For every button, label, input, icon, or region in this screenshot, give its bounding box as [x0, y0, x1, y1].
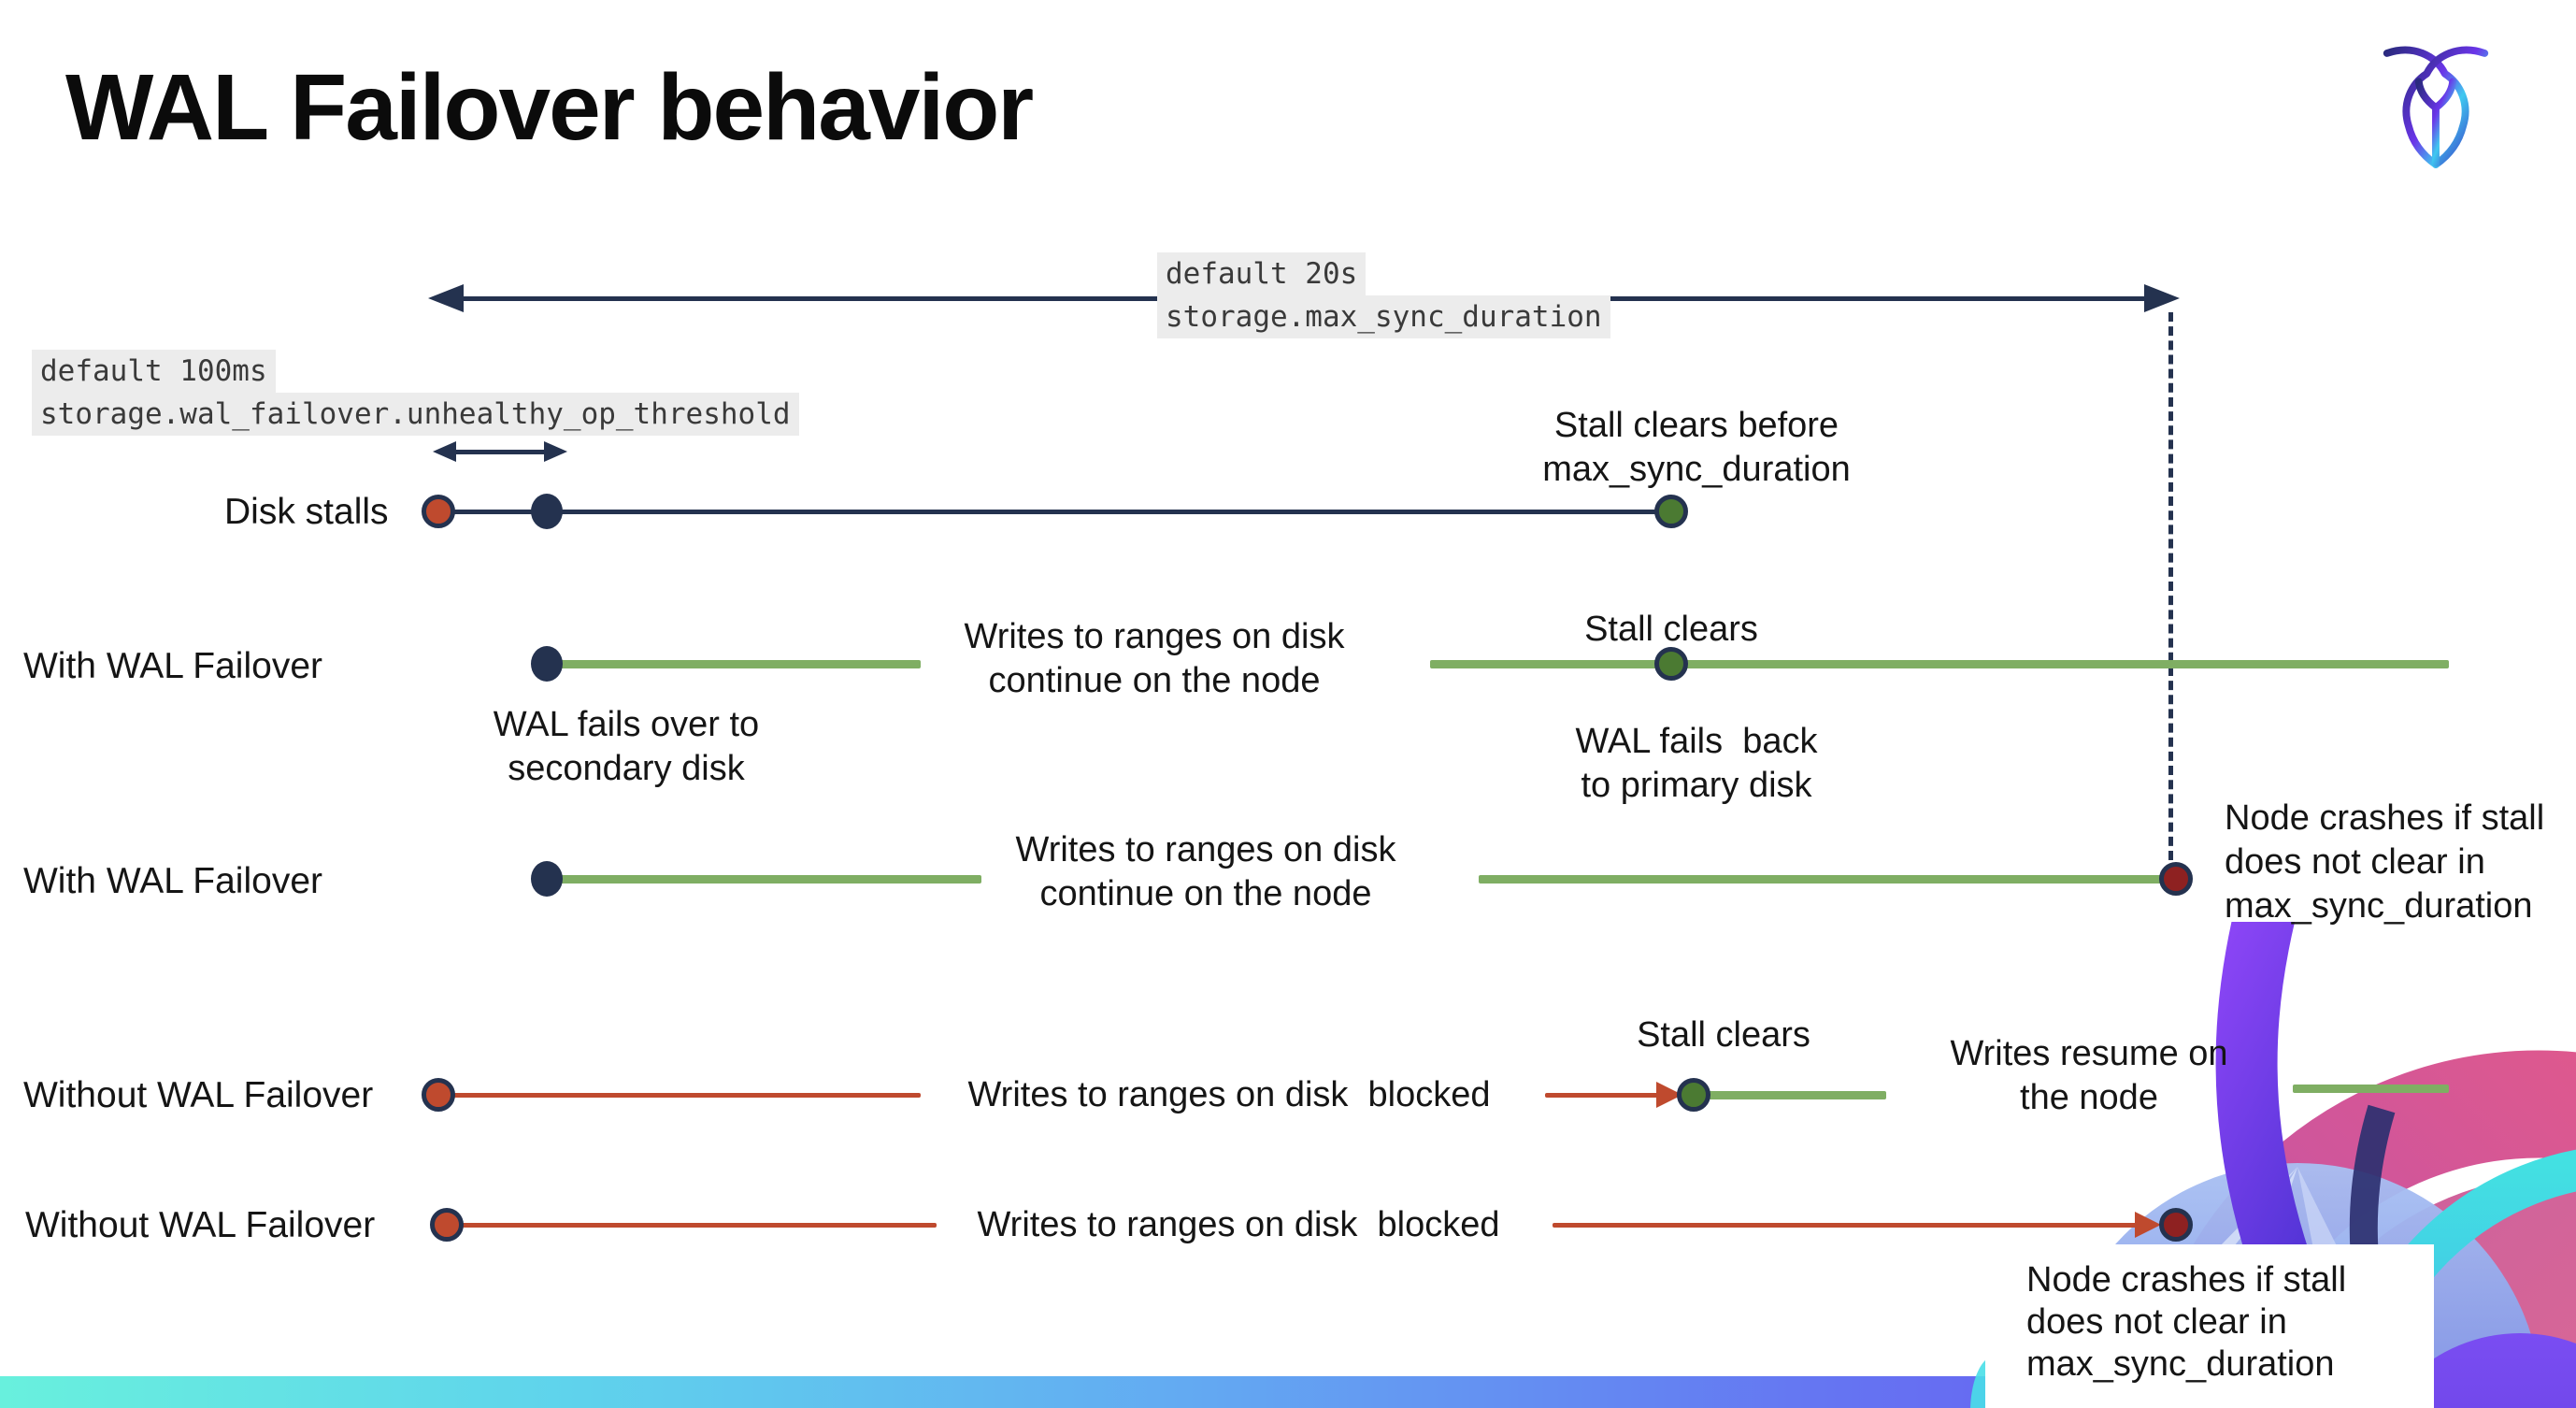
threshold-reached-dot: [531, 494, 563, 529]
red-arrowhead-icon: [2135, 1212, 2161, 1238]
arrowhead-right-icon: [2144, 284, 2180, 312]
arrowhead-left-icon: [433, 441, 456, 462]
disk-stall-dot-2: [422, 1078, 455, 1112]
wal-fails-over-callout: WAL fails over to secondary disk: [493, 705, 760, 788]
node-crash-callout-right: Node crashes if stall does not clear in …: [2225, 798, 2545, 926]
row2-green-segment-a: [553, 660, 921, 668]
max-sync-duration-label: default 20s storage.max_sync_duration: [1157, 252, 1610, 338]
failover-dot: [531, 646, 563, 682]
row-label-disk-stalls: Disk stalls: [224, 492, 389, 532]
wal-fails-back-callout: WAL fails back to primary disk: [1575, 722, 1818, 805]
row-label-with-wal-failover-2: With WAL Failover: [23, 861, 322, 901]
row3-green-segment-b: [1479, 875, 2169, 884]
node-crash-callout-box: Node crashes if stall does not clear in …: [2026, 1260, 2347, 1384]
default-20s-text: default 20s: [1157, 252, 1367, 295]
cockroachdb-logo-icon: [2383, 46, 2489, 168]
row3-green-segment-a: [553, 875, 981, 884]
row5-red-segment-a: [447, 1223, 937, 1228]
max-sync-setting-text: storage.max_sync_duration: [1157, 295, 1610, 338]
crash-dashed-line: [2168, 312, 2173, 860]
arrowhead-right-icon: [544, 441, 567, 462]
row2-green-segment-b: [1430, 660, 2449, 668]
writes-continue-callout-1: Writes to ranges on disk continue on the…: [964, 617, 1345, 700]
stall-clears-dot-3: [1677, 1078, 1710, 1112]
node-crash-box: [1985, 1244, 2434, 1408]
stall-clears-dot-2: [1654, 647, 1688, 681]
writes-blocked-callout-1: Writes to ranges on disk blocked: [967, 1075, 1491, 1114]
default-100ms-text: default 100ms: [32, 350, 276, 393]
row-label-without-wal-failover-1: Without WAL Failover: [23, 1075, 374, 1115]
row5-red-segment-b: [1553, 1223, 2138, 1228]
threshold-setting-text: storage.wal_failover.unhealthy_op_thresh…: [32, 393, 799, 436]
row-label-without-wal-failover-2: Without WAL Failover: [25, 1205, 376, 1245]
row-label-with-wal-failover-1: With WAL Failover: [23, 646, 322, 686]
arrow-shaft: [454, 450, 546, 454]
stall-clears-before-callout: Stall clears before max_sync_duration: [1542, 406, 1851, 489]
row4-green-segment-b: [2293, 1085, 2449, 1093]
row1-timeline: [438, 510, 1671, 514]
node-crash-dot-1: [2159, 862, 2193, 896]
row4-green-segment-a: [1694, 1091, 1886, 1099]
node-crash-dot-2: [2159, 1208, 2193, 1242]
writes-continue-callout-2: Writes to ranges on disk continue on the…: [1015, 830, 1396, 913]
writes-resume-callout: Writes resume on the node: [1950, 1034, 2228, 1117]
arrowhead-left-icon: [428, 284, 464, 312]
stall-clears-callout-2: Stall clears: [1637, 1015, 1810, 1055]
disk-stall-dot-3: [430, 1208, 464, 1242]
writes-blocked-callout-2: Writes to ranges on disk blocked: [977, 1205, 1500, 1244]
disk-stall-start-dot: [422, 495, 455, 528]
failover-dot-2: [531, 861, 563, 897]
unhealthy-op-threshold-label: default 100ms storage.wal_failover.unhea…: [32, 350, 799, 436]
stall-clears-callout-1: Stall clears: [1584, 610, 1758, 649]
row4-red-segment-a: [438, 1093, 921, 1098]
page-title: WAL Failover behavior: [65, 55, 1034, 160]
stall-clears-dot: [1654, 495, 1688, 528]
row4-red-segment-b: [1545, 1093, 1659, 1098]
